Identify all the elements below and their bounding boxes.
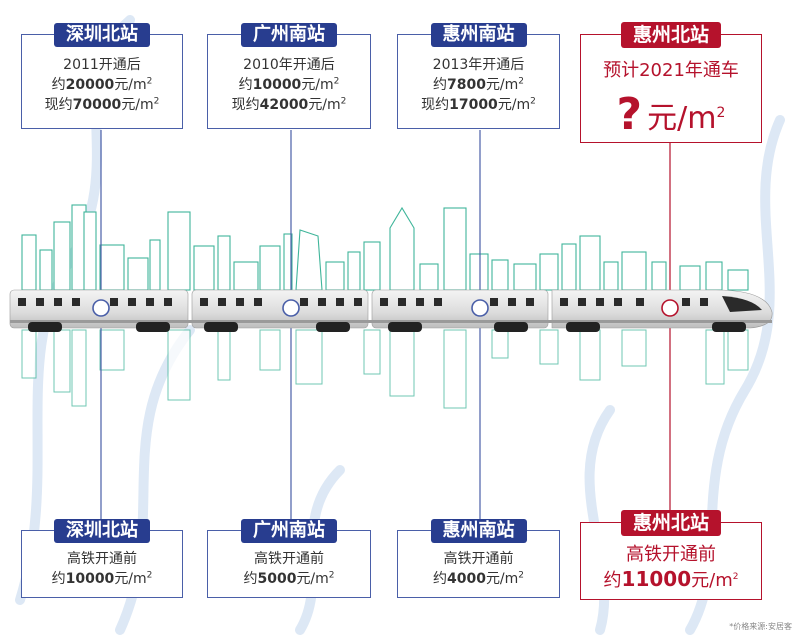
expected-open-text: 预计2021年通车 [603, 60, 739, 81]
price-now: 现约42000元/m2 [231, 96, 347, 113]
pre-open-label: 高铁开通前 [254, 551, 324, 567]
price-before-open: 约11000元/m2 [603, 567, 739, 591]
price-now: 现约17000元/m2 [421, 96, 536, 113]
station-markers [92, 299, 679, 317]
station-name-tag: 惠州北站 [620, 510, 722, 536]
pre-open-label: 高铁开通前 [443, 551, 514, 567]
station-name-tag: 深圳北站 [54, 519, 150, 543]
price-before-open: 约10000元/m2 [51, 570, 153, 587]
city-skyline [21, 204, 749, 291]
marker-huizhou-north [661, 299, 679, 317]
top-box-huizhou-south: 惠州南站 2013年开通后 约7800元/m2 现约17000元/m2 [397, 23, 560, 129]
opened-text: 2011开通后 [63, 57, 141, 73]
unknown-price: ? 元/m2 [616, 89, 726, 140]
top-box-shenzhen-north: 深圳北站 2011开通后 约20000元/m2 现约70000元/m2 [21, 23, 183, 129]
bottom-box-huizhou-south: 惠州南站 高铁开通前 约4000元/m2 [397, 519, 560, 598]
price-now: 现约70000元/m2 [44, 96, 160, 113]
bottom-box-guangzhou-south: 广州南站 高铁开通前 约5000元/m2 [207, 519, 371, 598]
marker-huizhou-south [471, 299, 489, 317]
opened-text: 2010年开通后 [243, 57, 335, 73]
price-after-open: 约7800元/m2 [432, 76, 525, 93]
price-before-open: 约4000元/m2 [432, 570, 525, 587]
price-before-open: 约5000元/m2 [243, 570, 335, 587]
price-after-open: 约20000元/m2 [51, 76, 153, 93]
bottom-box-shenzhen-north: 深圳北站 高铁开通前 约10000元/m2 [21, 519, 183, 598]
top-box-huizhou-north: 惠州北站 预计2021年通车 ? 元/m2 [580, 22, 762, 143]
station-name-tag: 惠州南站 [430, 23, 527, 47]
city-reflection [21, 329, 749, 409]
top-box-guangzhou-south: 广州南站 2010年开通后 约10000元/m2 现约42000元/m2 [207, 23, 371, 129]
station-name-tag: 深圳北站 [54, 23, 150, 47]
station-name-tag: 惠州北站 [620, 22, 722, 48]
source-note: *价格来源:安居客 [729, 622, 792, 631]
station-name-tag: 广州南站 [241, 23, 337, 47]
bottom-box-huizhou-north: 惠州北站 高铁开通前 约11000元/m2 [580, 510, 762, 600]
station-name-tag: 广州南站 [241, 519, 337, 543]
price-after-open: 约10000元/m2 [238, 76, 340, 93]
marker-guangzhou-south [282, 299, 300, 317]
pre-open-label: 高铁开通前 [626, 544, 716, 565]
marker-shenzhen-north [92, 299, 110, 317]
station-name-tag: 惠州南站 [430, 519, 527, 543]
opened-text: 2013年开通后 [432, 57, 525, 73]
high-speed-train [9, 289, 773, 332]
pre-open-label: 高铁开通前 [67, 551, 137, 567]
